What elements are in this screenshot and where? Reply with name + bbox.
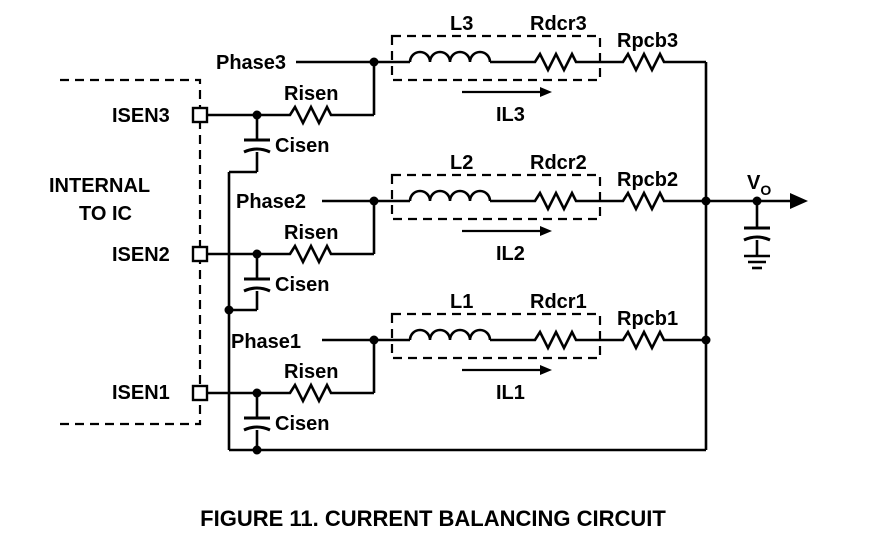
cisen1-capacitor xyxy=(242,416,272,432)
figure-caption: FIGURE 11. CURRENT BALANCING CIRCUIT xyxy=(200,506,666,531)
junction-dots xyxy=(224,57,762,455)
to-ic-label: TO IC xyxy=(79,203,132,225)
vo-label: VO xyxy=(747,172,771,198)
l1-label: L1 xyxy=(450,291,473,313)
risen2-resistor xyxy=(283,244,337,264)
il1-label: IL1 xyxy=(496,382,525,404)
il2-label: IL2 xyxy=(496,243,525,265)
risen1-label: Risen xyxy=(284,361,338,383)
rdcr3-label: Rdcr3 xyxy=(530,13,587,35)
rpcb2-resistor xyxy=(616,191,670,211)
il3-arrow-icon xyxy=(462,87,552,97)
vo-main: V xyxy=(747,172,761,194)
rdcr1-label: Rdcr1 xyxy=(530,291,587,313)
isen2-label: ISEN2 xyxy=(112,244,170,266)
l2-label: L2 xyxy=(450,152,473,174)
inductor3-box xyxy=(390,34,602,82)
l3-inductor xyxy=(408,50,492,64)
cisen2-label: Cisen xyxy=(275,274,329,296)
output-capacitor xyxy=(742,226,772,242)
l2-inductor xyxy=(408,189,492,203)
rdcr2-resistor xyxy=(528,191,582,211)
isen3-pin xyxy=(191,106,209,124)
isen3-label: ISEN3 xyxy=(112,105,170,127)
ground-icon xyxy=(744,254,770,270)
risen1-resistor xyxy=(283,383,337,403)
inductor2-box xyxy=(390,173,602,221)
risen3-label: Risen xyxy=(284,83,338,105)
il1-arrow-icon xyxy=(462,365,552,375)
rpcb3-resistor xyxy=(616,52,670,72)
rdcr1-resistor xyxy=(528,330,582,350)
il2-arrow-icon xyxy=(462,226,552,236)
rdcr3-resistor xyxy=(528,52,582,72)
vo-subscript: O xyxy=(760,182,771,198)
circuit-wires xyxy=(208,60,790,452)
isen1-pin xyxy=(191,384,209,402)
cisen2-capacitor xyxy=(242,277,272,293)
cisen1-label: Cisen xyxy=(275,413,329,435)
cisen3-capacitor xyxy=(242,138,272,154)
rdcr2-label: Rdcr2 xyxy=(530,152,587,174)
internal-label: INTERNAL xyxy=(49,175,150,197)
isen2-pin xyxy=(191,245,209,263)
rpcb1-label: Rpcb1 xyxy=(617,308,678,330)
phase3-label: Phase3 xyxy=(216,52,286,74)
output-arrow-icon xyxy=(790,193,808,209)
inductor1-box xyxy=(390,312,602,360)
rpcb2-label: Rpcb2 xyxy=(617,169,678,191)
phase2-label: Phase2 xyxy=(236,191,306,213)
rpcb1-resistor xyxy=(616,330,670,350)
risen2-label: Risen xyxy=(284,222,338,244)
rpcb3-label: Rpcb3 xyxy=(617,30,678,52)
l1-inductor xyxy=(408,328,492,342)
cisen3-label: Cisen xyxy=(275,135,329,157)
il3-label: IL3 xyxy=(496,104,525,126)
isen1-label: ISEN1 xyxy=(112,382,170,404)
phase1-label: Phase1 xyxy=(231,331,301,353)
risen3-resistor xyxy=(283,105,337,125)
l3-label: L3 xyxy=(450,13,473,35)
